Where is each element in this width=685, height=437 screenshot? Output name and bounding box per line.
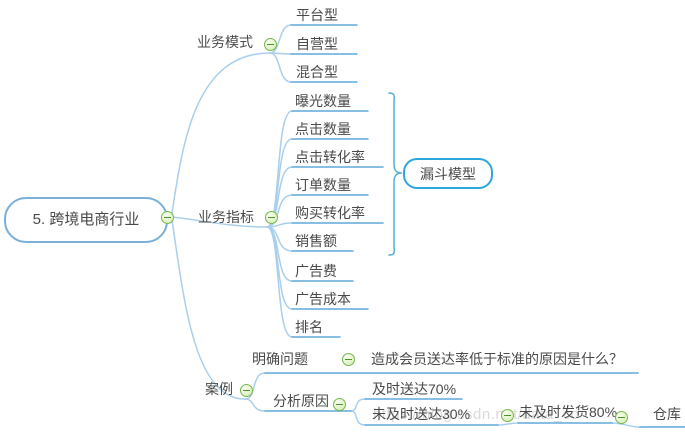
collapse-icon-clarify-problem[interactable] — [342, 353, 355, 366]
watermark-text: https://blog.csdn.net/data_co — [373, 406, 580, 423]
leaf-click-count[interactable]: 点击数量 — [295, 121, 351, 137]
leaf-self-operated-type[interactable]: 自营型 — [296, 36, 338, 52]
leaf-exposure-count[interactable]: 曝光数量 — [295, 93, 351, 109]
leaf-platform-type[interactable]: 平台型 — [296, 7, 338, 23]
root-topic-label: 5. 跨境电商行业 — [32, 211, 140, 228]
leaf-purchase-conversion-rate[interactable]: 购买转化率 — [295, 205, 365, 221]
leaf-ranking[interactable]: 排名 — [295, 319, 323, 335]
topic-clarify-problem[interactable]: 明确问题 — [252, 351, 308, 367]
topic-late-shipment-80[interactable]: 未及时发货80% — [519, 404, 618, 420]
callout-funnel-model-label: 漏斗模型 — [420, 165, 476, 182]
leaf-order-count[interactable]: 订单数量 — [295, 177, 351, 193]
topic-underlines — [264, 24, 685, 428]
topic-analyze-reason[interactable]: 分析原因 — [273, 393, 329, 409]
collapse-icon-business-metrics[interactable] — [265, 211, 278, 224]
collapse-icon-late-shipment-80[interactable] — [615, 411, 628, 424]
branch-curves — [171, 24, 641, 428]
branch-case[interactable]: 案例 — [205, 381, 233, 397]
leaf-hybrid-type[interactable]: 混合型 — [296, 64, 338, 80]
leaf-warehouse[interactable]: 仓库 — [653, 406, 681, 422]
collapse-icon-root[interactable] — [161, 211, 174, 224]
branch-business-metrics[interactable]: 业务指标 — [198, 209, 254, 225]
collapse-icon-analyze-reason[interactable] — [333, 398, 346, 411]
branch-business-model[interactable]: 业务模式 — [197, 34, 253, 50]
funnel-group-brace — [388, 92, 403, 256]
leaf-problem-statement[interactable]: 造成会员送达率低于标准的原因是什么？ — [371, 351, 623, 367]
collapse-icon-business-model[interactable] — [264, 38, 277, 51]
collapse-icon-late-delivery-30[interactable] — [501, 409, 514, 422]
leaf-ad-fee[interactable]: 广告费 — [295, 263, 337, 279]
collapse-icon-case[interactable] — [240, 384, 253, 397]
root-topic[interactable]: 5. 跨境电商行业 — [4, 197, 168, 243]
leaf-sales-amount[interactable]: 销售额 — [295, 233, 337, 249]
topic-late-delivery-30[interactable]: 未及时送达30% — [372, 406, 471, 422]
leaf-ad-cost[interactable]: 广告成本 — [295, 291, 351, 307]
leaf-on-time-delivery-70[interactable]: 及时送达70% — [372, 381, 457, 397]
callout-funnel-model[interactable]: 漏斗模型 — [403, 158, 493, 189]
leaf-click-conversion-rate[interactable]: 点击转化率 — [295, 149, 365, 165]
